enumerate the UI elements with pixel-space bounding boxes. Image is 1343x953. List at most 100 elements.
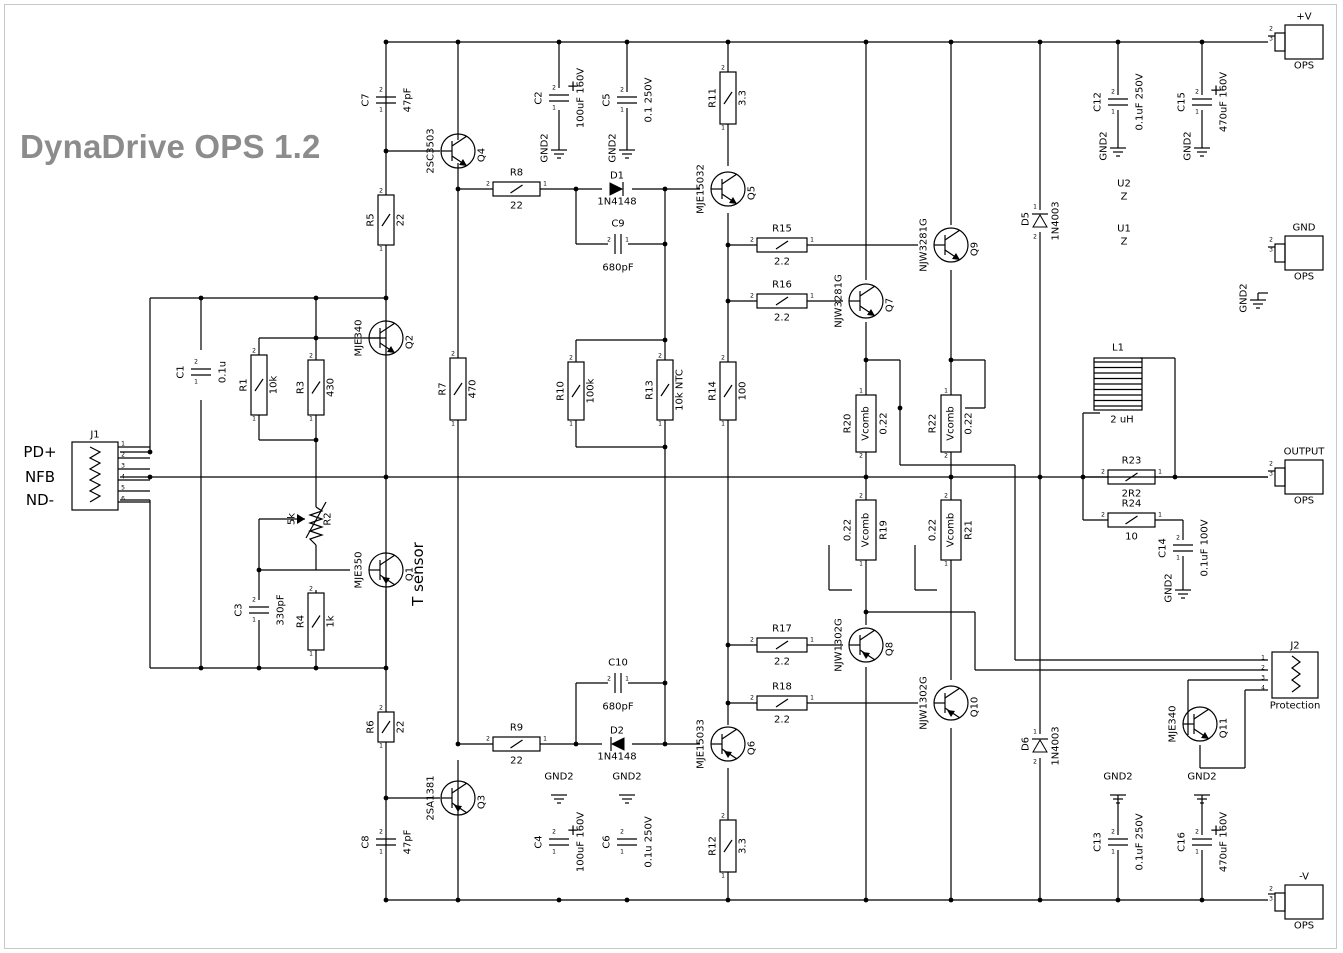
svg-text:1: 1 bbox=[1111, 849, 1115, 856]
junction-dot bbox=[725, 242, 731, 248]
junction-dots bbox=[147, 39, 1205, 903]
svg-text:4: 4 bbox=[1261, 685, 1265, 692]
ref-q3: Q3 bbox=[477, 795, 488, 809]
svg-text:1: 1 bbox=[379, 107, 383, 114]
junction-dot bbox=[383, 665, 389, 671]
value-c3: 330pF bbox=[276, 594, 287, 625]
svg-text:2: 2 bbox=[750, 695, 754, 702]
value-r7: 470 bbox=[468, 379, 479, 398]
svg-text:1: 1 bbox=[944, 561, 948, 568]
svg-text:1: 1 bbox=[1033, 729, 1037, 736]
svg-text:1: 1 bbox=[543, 736, 547, 743]
ref-q9: Q9 bbox=[970, 242, 981, 256]
ref-r16: R16 bbox=[772, 280, 792, 291]
junction-dot bbox=[1115, 897, 1121, 903]
svg-text:R2: R2 bbox=[323, 512, 334, 525]
svg-text:+: + bbox=[1210, 81, 1223, 99]
svg-text:2: 2 bbox=[944, 453, 948, 460]
junction-dot bbox=[662, 444, 668, 450]
svg-text:1: 1 bbox=[620, 849, 624, 856]
svg-text:1: 1 bbox=[569, 421, 573, 428]
junction-dot bbox=[256, 665, 262, 671]
junction-dot bbox=[198, 665, 204, 671]
svg-text:R20: R20 bbox=[843, 414, 854, 434]
svg-text:3: 3 bbox=[1269, 471, 1273, 478]
svg-text:OPS: OPS bbox=[1294, 272, 1314, 283]
svg-text:1: 1 bbox=[451, 421, 455, 428]
ground-symbol: GND2 bbox=[612, 772, 642, 804]
svg-text:4: 4 bbox=[121, 474, 125, 481]
svg-text:2: 2 bbox=[607, 676, 611, 683]
ref-c16: C16 bbox=[1177, 832, 1188, 852]
svg-text:1: 1 bbox=[721, 125, 725, 132]
ref-c14: C14 bbox=[1158, 538, 1169, 558]
value-q8: NJW1302G bbox=[834, 618, 845, 672]
svg-text:1: 1 bbox=[543, 181, 547, 188]
junction-dot bbox=[863, 609, 869, 615]
junction-dot bbox=[573, 741, 579, 747]
value-c14: 0.1uF 100V bbox=[1200, 519, 1211, 576]
svg-text:1: 1 bbox=[552, 105, 556, 112]
svg-text:GND2: GND2 bbox=[1099, 131, 1110, 160]
ref-c13: C13 bbox=[1093, 832, 1104, 852]
svg-text:1: 1 bbox=[1195, 849, 1199, 856]
ref-r8: R8 bbox=[510, 168, 523, 179]
junction-dot bbox=[948, 897, 954, 903]
junction-dot bbox=[313, 295, 319, 301]
svg-text:1: 1 bbox=[379, 743, 383, 750]
svg-text:1: 1 bbox=[194, 379, 198, 386]
value-c12: 0.1uF 250V bbox=[1135, 73, 1146, 130]
value-r9: 22 bbox=[510, 756, 523, 767]
ref-r23: R23 bbox=[1122, 456, 1142, 467]
value-r17: 2.2 bbox=[774, 657, 790, 668]
junction-dot bbox=[725, 700, 731, 706]
value-q4: 2SC3503 bbox=[426, 128, 437, 173]
svg-text:D5: D5 bbox=[1021, 212, 1032, 226]
svg-text:2: 2 bbox=[252, 348, 256, 355]
ground-symbol: GND2 bbox=[608, 133, 635, 163]
inductor-l1: L12 uH bbox=[1093, 343, 1143, 426]
svg-text:1: 1 bbox=[810, 237, 814, 244]
svg-text:R21: R21 bbox=[964, 520, 975, 540]
ref-c4: C4 bbox=[534, 835, 545, 848]
value-c15: 470uF 160V bbox=[1219, 72, 1230, 132]
svg-text:GND2: GND2 bbox=[1164, 573, 1175, 602]
ref-q7: Q7 bbox=[885, 298, 896, 312]
input-nfb: NFB bbox=[25, 468, 55, 486]
svg-text:GND2: GND2 bbox=[1239, 283, 1250, 312]
junction-dot bbox=[383, 897, 389, 903]
svg-text:2: 2 bbox=[721, 813, 725, 820]
svg-text:2: 2 bbox=[1176, 535, 1180, 542]
ref-r18: R18 bbox=[772, 682, 792, 693]
svg-text:1: 1 bbox=[810, 695, 814, 702]
svg-text:2: 2 bbox=[750, 637, 754, 644]
svg-text:680pF: 680pF bbox=[602, 263, 633, 274]
svg-text:1: 1 bbox=[1158, 512, 1162, 519]
svg-text:OPS: OPS bbox=[1294, 921, 1314, 932]
ref-r15: R15 bbox=[772, 224, 792, 235]
svg-text:1: 1 bbox=[309, 651, 313, 658]
junction-dot bbox=[1037, 897, 1043, 903]
junction-dot bbox=[897, 405, 903, 411]
ref-r3: R3 bbox=[296, 381, 307, 394]
ref-r6: R6 bbox=[366, 720, 377, 733]
junction-dot bbox=[383, 474, 389, 480]
value-r4: 1k bbox=[326, 615, 337, 627]
